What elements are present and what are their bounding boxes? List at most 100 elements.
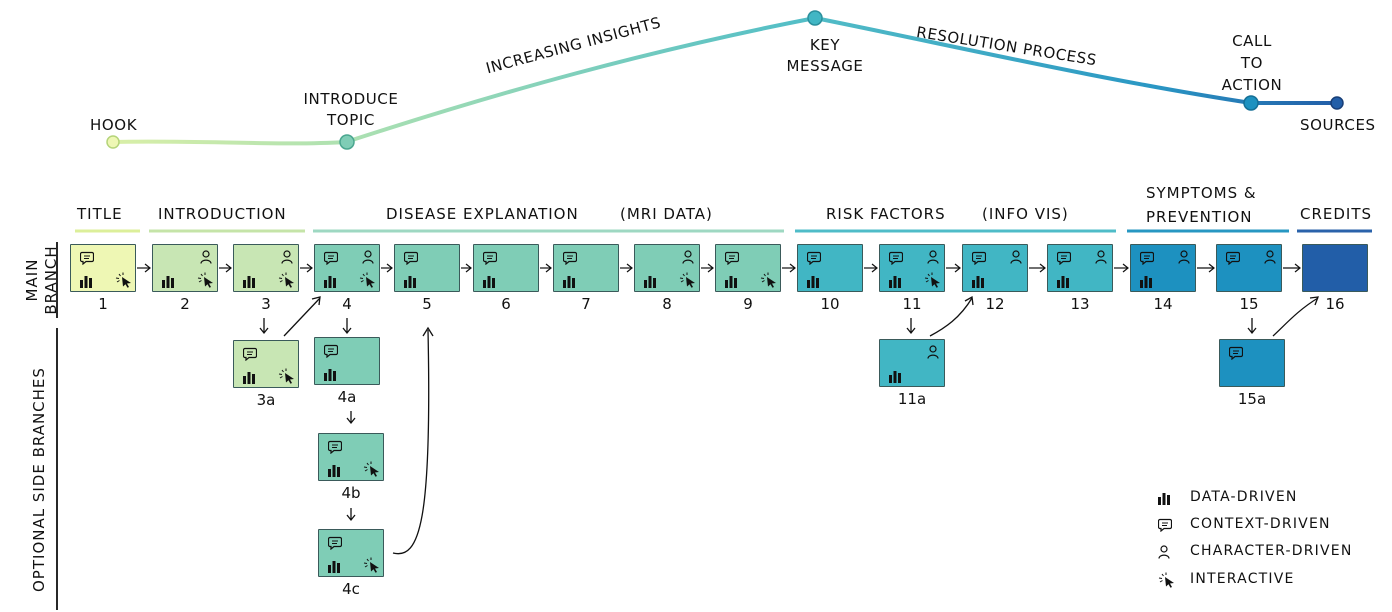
main-arrow-head [465,263,472,273]
stage-title: TITLE [77,205,123,223]
arc-label-key: KEY MESSAGE [780,35,870,77]
node-11 [879,244,945,292]
speech-bubble-icon [888,250,904,269]
arc-label-sources: SOURCES [1300,116,1376,134]
legend-label-interactive: INTERACTIVE [1190,571,1295,587]
node-label-10: 10 [820,295,840,313]
main-arrow-head [306,263,313,273]
bar-chart-icon [889,368,903,387]
stage-risk: RISK FACTORS [826,205,946,223]
legend-data-icon [1158,490,1172,509]
main-arrow-head [545,263,552,273]
speech-bubble-icon [327,535,343,554]
node-label-11a: 11a [897,390,927,408]
cursor-click-icon [760,272,778,292]
person-icon [281,249,293,268]
bar-chart-icon [243,369,257,388]
node-4c [318,529,384,577]
node-14 [1130,244,1196,292]
branch-arrows [259,295,1319,555]
legend-interactive-icon [1158,572,1176,592]
cursor-click-icon [924,272,942,292]
stage-symptoms-line2: PREVENTION [1146,208,1253,226]
speech-bubble-icon [724,250,740,269]
node-3 [233,244,299,292]
arc-point-call [1243,95,1259,111]
speech-bubble-icon [1228,345,1244,364]
node-9 [715,244,781,292]
node-4 [314,244,380,292]
node-15 [1216,244,1282,292]
arc-label-call-line2: TO [1240,54,1264,72]
bar-chart-icon [972,273,986,292]
stage-credits: CREDITS [1300,205,1373,223]
legend-context-icon [1157,517,1173,536]
bar-chart-icon [404,273,418,292]
speech-bubble-icon [1139,250,1155,269]
bar-chart-icon [80,273,94,292]
node-6 [473,244,539,292]
person-icon [1178,249,1190,268]
stage-introduction: INTRODUCTION [158,205,287,223]
node-4a [314,337,380,385]
arc-point-introduce [339,134,355,150]
cursor-click-icon [115,272,133,292]
main-arrow-head [1122,263,1129,273]
person-icon [927,344,939,363]
speech-bubble-icon [562,250,578,269]
arc-label-call: CALL TO ACTION [1212,30,1292,96]
stage-infovis: (INFO VIS) [982,205,1069,223]
person-icon [682,249,694,268]
main-arrow-head [144,263,151,273]
main-arrows [137,263,1301,273]
arc-label-introduce-line1: INTRODUCE [303,90,399,108]
node-label-1: 1 [98,295,108,313]
node-label-5: 5 [422,295,432,313]
node-4b [318,433,384,481]
main-arrow-head [1294,263,1301,273]
node-16 [1302,244,1368,292]
node-label-3: 3 [261,295,271,313]
arc-label-call-line1: CALL [1232,32,1272,50]
arc-label-introduce-line2: TOPIC [327,111,375,129]
arc-label-introduce: INTRODUCE TOPIC [296,89,406,131]
cursor-click-icon [363,461,381,481]
cursor-click-icon [679,272,697,292]
main-arrow-head [1208,263,1215,273]
node-3a [233,340,299,388]
main-arrow-head [386,263,393,273]
speech-bubble-icon [323,250,339,269]
speech-bubble-icon [806,250,822,269]
bar-chart-icon [1140,273,1154,292]
legend-character-icon [1158,544,1170,563]
cursor-click-icon [363,557,381,577]
bar-chart-icon [324,273,338,292]
node-10 [797,244,863,292]
bar-chart-icon [328,558,342,577]
bar-chart-icon [644,273,658,292]
node-label-4: 4 [342,295,352,313]
person-icon [1264,249,1276,268]
node-label-8: 8 [662,295,672,313]
arc-point-sources [1330,96,1344,110]
bar-chart-icon [324,366,338,385]
bar-chart-icon [483,273,497,292]
person-icon [927,249,939,268]
speech-bubble-icon [1056,250,1072,269]
speech-bubble-icon [403,250,419,269]
node-label-4a: 4a [337,388,357,406]
stage-symptoms: SYMPTOMS & PREVENTION [1146,181,1257,229]
node-label-6: 6 [501,295,511,313]
arc-point-hook [106,135,120,149]
arc-label-key-line2: MESSAGE [786,57,864,75]
main-branch-line2: BRANCH [42,245,60,315]
main-arrow-head [707,263,714,273]
node-15a [1219,339,1285,387]
node-label-11: 11 [902,295,922,313]
person-icon [1010,249,1022,268]
legend-label-context: CONTEXT-DRIVEN [1190,516,1331,532]
arc-point-key [807,10,823,26]
node-8 [634,244,700,292]
main-branch-line1: MAIN [23,258,41,302]
